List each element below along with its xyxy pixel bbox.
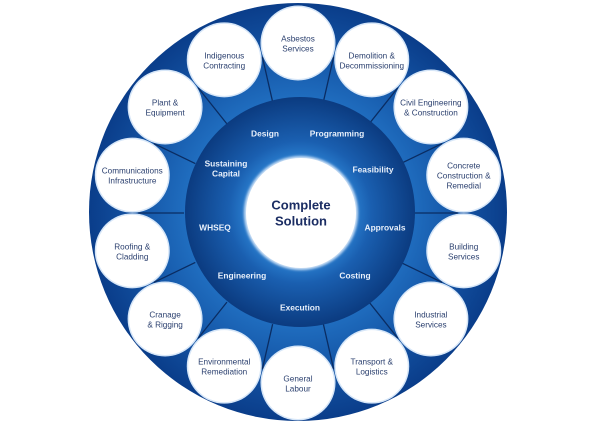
phase-design: Design [251,129,279,139]
service-plant-and-equipment-line: Plant & [152,99,179,108]
service-communications-infrastructure-line: Communications [102,167,163,176]
phase-sustaining-capital-line: Sustaining [205,159,248,169]
phase-design-line: Design [251,129,279,139]
service-circle [129,71,202,144]
service-building-services-line: Services [448,252,479,261]
service-cranage-and-rigging-line: Cranage [149,310,181,319]
service-transport-and-logistics[interactable]: Transport &Logistics [334,328,410,404]
service-demolition-and-decommissioning-line: Demolition & [349,51,396,60]
service-general-labour-line: Labour [285,385,311,394]
phase-engineering-line: Engineering [218,271,266,281]
center-label-line: Solution [275,214,327,229]
service-building-services-line: Building [449,242,479,251]
service-circle [188,330,261,403]
service-civil-engineering-and-construction-line: Civil Engineering [400,99,462,108]
service-roofing-and-cladding[interactable]: Roofing &Cladding [94,213,170,289]
phase-whseq: WHSEQ [199,223,231,233]
service-environmental-remediation-line: Remediation [201,368,247,377]
service-plant-and-equipment[interactable]: Plant &Equipment [127,69,203,145]
service-circle [427,139,500,212]
phase-feasibility-line: Feasibility [353,165,394,175]
service-circle [96,139,169,212]
phase-labels: Design ProgrammingFeasibilityApprovalsCos… [199,129,406,313]
ring-divider-line [368,301,399,339]
phase-feasibility: Feasibility [353,165,394,175]
ring-divider-line [197,301,228,339]
ring-divider-line [322,56,335,103]
service-circle [394,71,467,144]
service-communications-infrastructure-line: Infrastructure [108,177,157,186]
phase-costing: Costing [339,271,370,281]
service-general-labour-line: General [283,375,312,384]
ring-divider-line [261,56,274,103]
service-cranage-and-rigging[interactable]: Cranage& Rigging [127,281,203,357]
service-industrial-services-line: Services [415,320,446,329]
phase-execution: Execution [280,303,320,313]
service-circle [335,23,408,96]
phase-whseq-line: WHSEQ [199,223,231,233]
service-indigenous-contracting-line: Contracting [203,61,245,70]
phase-execution-line: Execution [280,303,320,313]
service-concrete-construction-and-remedial-line: Construction & [437,172,491,181]
service-civil-engineering-and-construction[interactable]: Civil Engineering& Construction [393,69,469,145]
service-environmental-remediation-line: Environmental [198,358,251,367]
service-transport-and-logistics-line: Logistics [356,368,388,377]
service-cranage-and-rigging-line: & Rigging [147,320,183,329]
phase-sustaining-capital-line: Capital [212,169,240,179]
phase-engineering: Engineering [218,271,266,281]
service-circle [394,282,467,355]
ring-divider-line [261,323,274,370]
ring-divider-line [400,261,443,284]
phase-approvals-line: Approvals [365,223,406,233]
phase-programming-line: Programming [310,129,364,139]
phase-costing-line: Costing [339,271,370,281]
service-concrete-construction-and-remedial-line: Concrete [447,162,481,171]
service-circle [262,347,334,419]
center-label-line: Complete [271,198,330,213]
service-circle [129,282,202,355]
service-indigenous-contracting-line: Indigenous [204,51,244,60]
service-asbestos-services-line: Asbestos [281,35,315,44]
service-civil-engineering-and-construction-line: & Construction [404,109,458,118]
service-asbestos-services-line: Services [282,45,313,54]
phase-approvals: Approvals [365,223,406,233]
service-demolition-and-decommissioning[interactable]: Demolition &Decommissioning [334,22,410,98]
ring-dividers [138,56,458,370]
service-plant-and-equipment-line: Equipment [146,109,186,118]
service-circle [262,7,334,79]
service-circle [427,214,500,287]
service-roofing-and-cladding-line: Roofing & [114,242,150,251]
ring-divider-line [153,261,196,284]
ring-divider-line [368,87,399,125]
service-demolition-and-decommissioning-line: Decommissioning [339,61,404,70]
service-circle [335,330,408,403]
service-transport-and-logistics-line: Transport & [351,358,394,367]
ring-divider-line [197,87,228,125]
service-roofing-and-cladding-line: Cladding [116,252,149,261]
ring-divider-line [153,142,196,165]
phase-programming: Programming [310,129,364,139]
ring-divider-line [400,142,443,165]
center-circle [246,158,356,268]
ring-divider-line [322,323,335,370]
service-industrial-services-line: Industrial [414,310,447,319]
service-concrete-construction-and-remedial-line: Remedial [446,182,481,191]
service-circle [96,214,169,287]
service-circle [188,23,261,96]
